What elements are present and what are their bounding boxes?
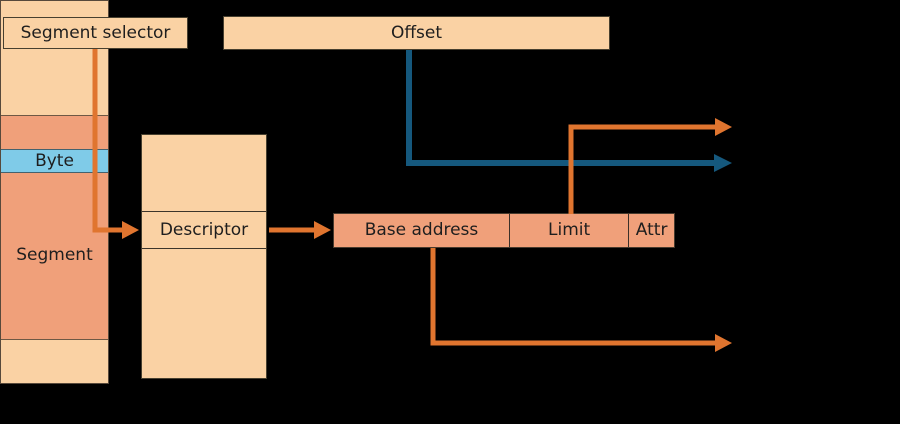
limit-label: Limit bbox=[548, 220, 591, 240]
descriptor-row: Descriptor bbox=[142, 212, 266, 249]
base-address-cell: Base address bbox=[334, 214, 510, 247]
arrow-base-to-segment-base bbox=[430, 248, 732, 352]
memory-column: Byte Segment bbox=[0, 0, 109, 384]
segment-selector-label: Segment selector bbox=[20, 22, 171, 43]
attr-cell: Attr bbox=[629, 214, 674, 247]
descriptor-contents-row: Base address Limit Attr bbox=[333, 213, 675, 248]
descriptor-label: Descriptor bbox=[159, 219, 249, 240]
offset-label: Offset bbox=[390, 22, 443, 43]
arrow-descriptor-to-base bbox=[269, 221, 331, 239]
segment-label: Segment bbox=[16, 244, 93, 265]
segment-region: Segment bbox=[1, 173, 108, 340]
segment-top-region bbox=[1, 116, 108, 149]
descriptor-table: Descriptor bbox=[141, 134, 267, 379]
arrow-offset-to-byte bbox=[406, 50, 732, 172]
limit-cell: Limit bbox=[510, 214, 630, 247]
byte-label: Byte bbox=[35, 151, 74, 171]
base-address-label: Base address bbox=[364, 220, 479, 240]
byte-row: Byte bbox=[1, 149, 108, 173]
segment-selector-box: Segment selector bbox=[3, 17, 188, 49]
descriptor-table-lower-cell bbox=[142, 249, 266, 378]
memory-below-segment bbox=[1, 340, 108, 382]
attr-label: Attr bbox=[635, 220, 668, 240]
offset-box: Offset bbox=[223, 16, 610, 50]
arrow-limit-to-segment-top bbox=[568, 118, 732, 214]
descriptor-table-upper-cell bbox=[142, 135, 266, 212]
